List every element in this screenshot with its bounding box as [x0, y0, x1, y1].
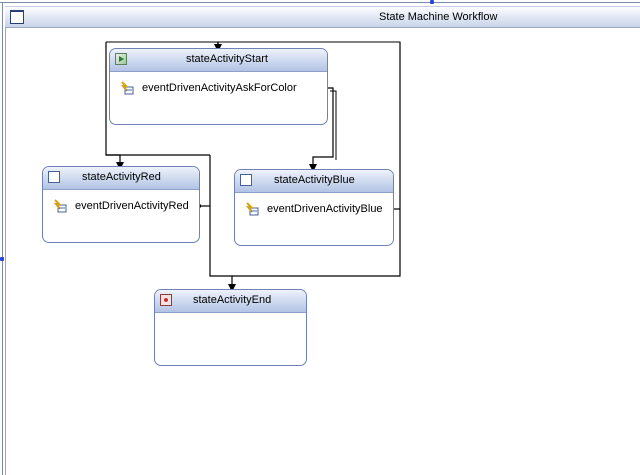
connector-red-to-end: [209, 155, 236, 292]
workflow-header[interactable]: State Machine Workflow: [5, 6, 640, 28]
event-driven-icon: [53, 199, 67, 213]
event-driven-icon: [120, 81, 134, 95]
state-header[interactable]: stateActivityStart: [110, 49, 327, 72]
event-label: eventDrivenActivityBlue: [267, 203, 383, 215]
designer-left-border: [2, 2, 3, 475]
state-activity-blue[interactable]: stateActivityBlue eventDrivenActivityBlu…: [234, 169, 394, 246]
state-icon: [48, 171, 60, 183]
state-title: stateActivityBlue: [274, 174, 355, 186]
state-icon: [240, 174, 252, 186]
workflow-title: State Machine Workflow: [379, 11, 498, 23]
state-title: stateActivityEnd: [193, 294, 272, 306]
event-label: eventDrivenActivityRed: [75, 200, 189, 212]
state-header[interactable]: stateActivityBlue: [235, 170, 393, 193]
state-header[interactable]: stateActivityRed: [43, 167, 199, 190]
selection-handle-left[interactable]: [0, 257, 4, 261]
state-machine-workflow-icon: [10, 10, 24, 24]
designer-top-border: [0, 2, 640, 3]
event-driven-icon: [245, 202, 259, 216]
event-label: eventDrivenActivityAskForColor: [142, 82, 297, 94]
state-header[interactable]: stateActivityEnd: [155, 290, 306, 313]
state-title: stateActivityStart: [186, 53, 268, 65]
state-activity-end[interactable]: stateActivityEnd: [154, 289, 307, 366]
connector-frame-right: [232, 42, 401, 277]
state-title: stateActivityRed: [82, 171, 161, 183]
workflow-left-border: [5, 28, 6, 475]
selection-handle-top[interactable]: [430, 0, 434, 4]
completed-state-icon: [160, 294, 172, 306]
state-activity-red[interactable]: stateActivityRed eventDrivenActivityRed: [42, 166, 200, 243]
start-state-icon: [115, 53, 127, 65]
state-activity-start[interactable]: stateActivityStart eventDrivenActivityAs…: [109, 48, 328, 125]
